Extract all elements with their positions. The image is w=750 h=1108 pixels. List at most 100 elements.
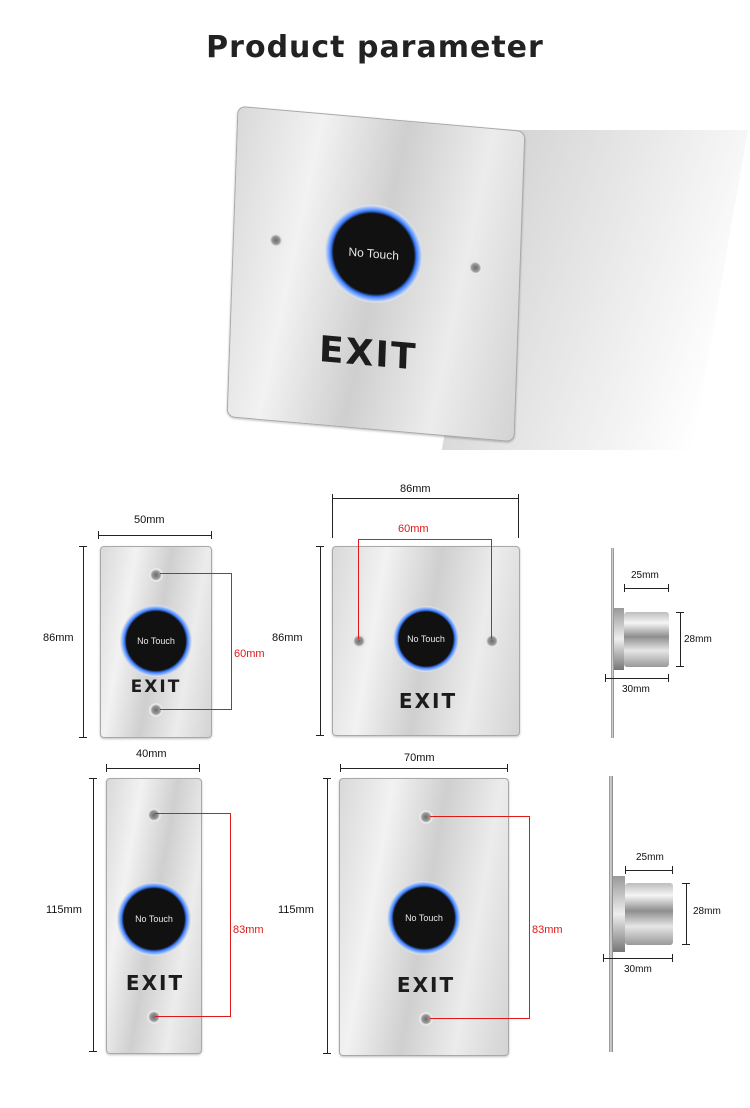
- dimension-line-red: [358, 539, 359, 639]
- diameter-label: 28mm: [693, 906, 721, 917]
- dimension-tick: [98, 531, 99, 539]
- hole-spacing-label: 60mm: [234, 648, 265, 660]
- side-view-nut: [614, 608, 624, 670]
- plate-40x115: No Touch EXIT: [106, 778, 202, 1054]
- dimension-line: [605, 678, 669, 679]
- width-label: 40mm: [136, 748, 167, 760]
- width-label: 70mm: [404, 752, 435, 764]
- dimension-line: [106, 768, 200, 769]
- mounting-hole-icon: [268, 232, 284, 248]
- dimension-tick: [199, 764, 200, 772]
- dimension-tick: [507, 764, 508, 772]
- mounting-hole-icon: [149, 703, 163, 717]
- width-label: 50mm: [134, 514, 165, 526]
- dimension-line-red: [230, 813, 231, 1016]
- dimension-tick: [672, 954, 673, 962]
- dimension-line: [603, 958, 673, 959]
- mounting-hole-icon: [149, 568, 163, 582]
- dimension-line-red: [155, 813, 231, 814]
- dimension-line-red: [491, 539, 492, 639]
- dimension-tick: [332, 494, 333, 538]
- dimension-line: [98, 535, 212, 536]
- dimension-line: [327, 778, 328, 1054]
- dimension-tick: [682, 944, 690, 945]
- dimension-tick: [79, 546, 87, 547]
- height-label: 115mm: [46, 904, 82, 916]
- mounting-hole-icon: [147, 808, 161, 822]
- dimension-tick: [624, 584, 625, 592]
- dimension-line-red: [358, 539, 491, 540]
- dimension-line-red: [160, 573, 232, 574]
- dimension-tick: [672, 866, 673, 874]
- dimension-tick: [605, 674, 606, 682]
- hole-spacing-label: 60mm: [398, 523, 429, 535]
- plate-50x86: No Touch EXIT: [100, 546, 212, 738]
- exit-label: EXIT: [130, 677, 182, 697]
- exit-label: EXIT: [396, 973, 456, 997]
- dimension-tick: [211, 531, 212, 539]
- dimension-tick: [323, 778, 331, 779]
- no-touch-button: No Touch: [323, 200, 425, 307]
- dimension-line: [686, 883, 687, 945]
- dimension-tick: [316, 546, 324, 547]
- side-view-body: [625, 883, 673, 945]
- dimension-tick: [603, 954, 604, 962]
- page-title: Product parameter: [206, 30, 544, 65]
- no-touch-button: No Touch: [387, 881, 461, 955]
- dimension-line-red: [430, 1018, 530, 1019]
- dimension-line: [625, 870, 673, 871]
- length-label: 25mm: [636, 852, 664, 863]
- height-label: 86mm: [43, 632, 74, 644]
- mounting-hole-icon: [419, 810, 433, 824]
- height-label: 86mm: [272, 632, 303, 644]
- dimension-tick: [676, 612, 684, 613]
- dimension-line: [624, 588, 669, 589]
- dimension-tick: [89, 1051, 97, 1052]
- length-label: 30mm: [624, 964, 652, 975]
- exit-label: EXIT: [125, 971, 185, 995]
- hole-spacing-label: 83mm: [532, 924, 563, 936]
- dimension-tick: [316, 735, 324, 736]
- hero-plate: No Touch EXIT: [226, 105, 526, 443]
- dimension-line: [332, 498, 518, 499]
- mounting-hole-icon: [147, 1010, 161, 1024]
- hole-spacing-label: 83mm: [233, 924, 264, 936]
- no-touch-button: No Touch: [393, 606, 459, 672]
- mounting-hole-icon: [485, 634, 499, 648]
- dimension-line-red: [160, 709, 232, 710]
- dimension-line: [340, 768, 508, 769]
- side-view-nut: [613, 876, 625, 952]
- plate-70x115: No Touch EXIT: [339, 778, 509, 1056]
- side-view-body: [624, 612, 669, 667]
- dimension-line: [83, 546, 84, 738]
- no-touch-button: No Touch: [117, 882, 191, 956]
- height-label: 115mm: [278, 904, 314, 916]
- dimension-tick: [682, 883, 690, 884]
- dimension-tick: [79, 737, 87, 738]
- dimension-line-red: [231, 573, 232, 709]
- length-label: 25mm: [631, 570, 659, 581]
- dimension-line-red: [430, 816, 530, 817]
- length-label: 30mm: [622, 684, 650, 695]
- exit-label: EXIT: [318, 329, 419, 379]
- dimension-tick: [323, 1053, 331, 1054]
- side-view-plate: [609, 776, 613, 1052]
- dimension-line-red: [155, 1016, 231, 1017]
- mounting-hole-icon: [468, 260, 483, 276]
- dimension-tick: [89, 778, 97, 779]
- dimension-tick: [340, 764, 341, 772]
- no-touch-button: No Touch: [120, 605, 192, 677]
- mounting-hole-icon: [352, 634, 366, 648]
- mounting-hole-icon: [419, 1012, 433, 1026]
- dimension-tick: [625, 866, 626, 874]
- side-view-plate: [611, 548, 614, 738]
- dimension-tick: [518, 494, 519, 538]
- diameter-label: 28mm: [684, 634, 712, 645]
- exit-label: EXIT: [398, 689, 458, 713]
- dimension-line: [93, 778, 94, 1052]
- width-label: 86mm: [400, 483, 431, 495]
- dimension-tick: [106, 764, 107, 772]
- dimension-tick: [668, 674, 669, 682]
- dimension-tick: [668, 584, 669, 592]
- dimension-tick: [676, 666, 684, 667]
